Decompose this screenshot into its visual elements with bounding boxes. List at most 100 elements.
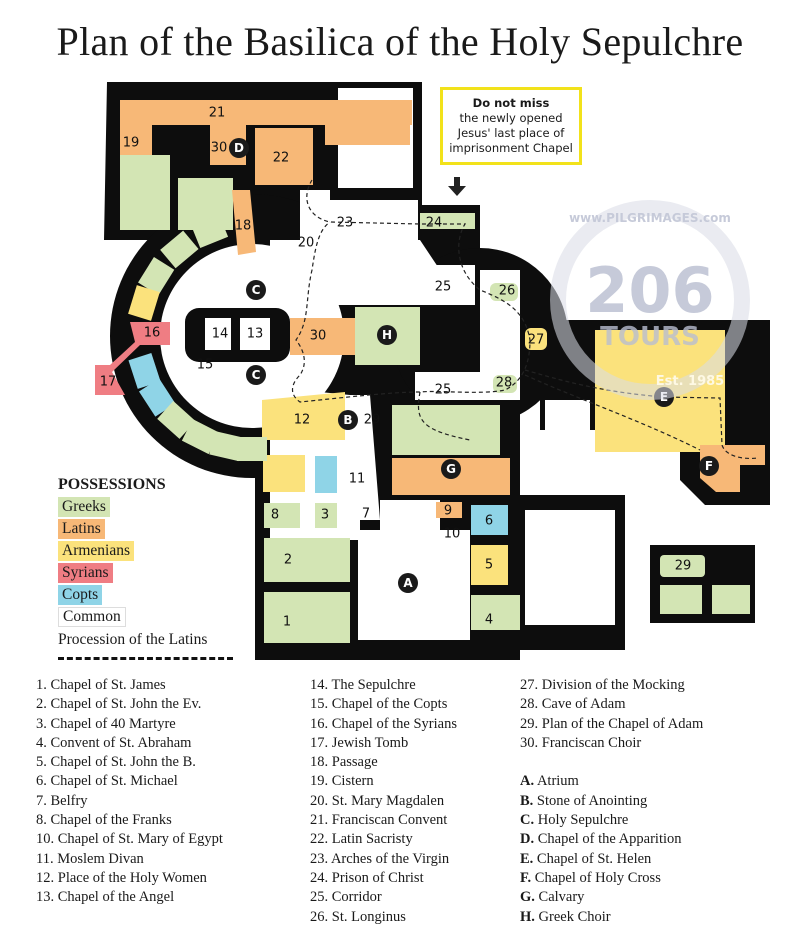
key-letter-entry: B. Stone of Anointing <box>520 792 703 811</box>
landmark-marker: B <box>338 410 358 430</box>
landmark-marker: G <box>441 459 461 479</box>
key-letter-text: Stone of Anointing <box>536 792 648 809</box>
key-entry: 5. Chapel of St. John the B. <box>36 754 196 771</box>
room-label: 26 <box>499 284 516 299</box>
marker-circle <box>229 138 249 158</box>
key-letter: E. <box>520 850 534 867</box>
room-label: 14 <box>212 327 229 342</box>
room-label: 18 <box>235 219 252 234</box>
room-label: 9 <box>444 504 452 519</box>
key-entry: 23. Arches of the Virgin <box>310 850 450 867</box>
rotunda-chapel-copts <box>138 378 176 417</box>
callout-line-4: imprisonment Chapel <box>449 141 573 155</box>
marker-letter: F <box>705 459 713 473</box>
rotunda-chapel-copts <box>128 352 161 389</box>
key-entry: 13. Chapel of the Angel <box>36 889 175 906</box>
legend-item-armenians: Armenians <box>58 541 135 561</box>
landmark-marker: F <box>699 456 719 476</box>
key-entry: 17. Jewish Tomb <box>310 734 409 751</box>
key-entry: 16. Chapel of the Syrians <box>310 715 457 732</box>
key-entry: 8. Chapel of the Franks <box>36 812 172 829</box>
page-title: Plan of the Basilica of the Holy Sepulch… <box>56 19 744 64</box>
key-entry: 15. Chapel of the Copts <box>310 696 448 713</box>
legend-item-common: Common <box>58 607 126 627</box>
key-letter: F. <box>520 869 532 886</box>
key-entry: 1. Chapel of St. James <box>36 677 166 693</box>
rotunda-chapels <box>128 214 267 462</box>
rotunda-chapel-greeks <box>237 437 267 461</box>
landmark-marker: A <box>398 573 418 593</box>
marker-circle <box>699 456 719 476</box>
watermark-word: TOURS <box>600 322 700 352</box>
key-letter-text: Chapel of the Apparition <box>537 831 682 848</box>
landmark-marker: D <box>229 138 249 158</box>
key-letter-text: Atrium <box>536 773 579 790</box>
callout-line-1: Do not miss <box>472 96 550 110</box>
rotunda-chapel-greeks <box>209 431 244 462</box>
marker-letter: C <box>252 283 261 297</box>
room-label: 7 <box>362 507 370 522</box>
key-entry: 14. The Sepulchre <box>310 677 416 693</box>
arrow-down-icon <box>448 177 466 196</box>
room-label: 17 <box>100 375 117 390</box>
legend-item-copts: Copts <box>58 585 103 605</box>
key-entry: 24. Prison of Christ <box>310 869 424 886</box>
key-letter-entry: H. Greek Choir <box>520 908 703 927</box>
room-label: 5 <box>485 558 493 573</box>
watermark-ring: www.PILGRIMAGES.com <box>569 211 731 225</box>
landmark-marker: H <box>377 325 397 345</box>
room-label: 6 <box>485 514 493 529</box>
room-label: 11 <box>349 472 366 487</box>
room-label: 30 <box>211 141 228 156</box>
watermark-est: Est. 1985 <box>656 374 724 389</box>
watermark-logo: 206 TOURS www.PILGRIMAGES.com Est. 1985 <box>550 200 750 400</box>
legend-procession-label: Procession of the Latins <box>58 631 208 648</box>
key-entry: 27. Division of the Mocking <box>520 677 685 693</box>
key-entry: 20. St. Mary Magdalen <box>310 792 445 809</box>
key-entry: 7. Belfry <box>36 792 88 809</box>
room-label: 23 <box>337 216 354 231</box>
key-letter-text: Chapel of Holy Cross <box>534 869 661 886</box>
key-letter-entry: G. Calvary <box>520 888 703 907</box>
marker-circle <box>377 325 397 345</box>
key-entry: 25. Corridor <box>310 889 382 906</box>
room-label: 20 <box>298 236 315 251</box>
marker-circle <box>246 280 266 300</box>
key-letter-entry: D. Chapel of the Apparition <box>520 830 703 849</box>
key-entry: 2. Chapel of St. John the Ev. <box>36 696 202 713</box>
room-label: 25 <box>435 280 452 295</box>
callout-box: Do not miss the newly opened Jesus' last… <box>440 87 582 165</box>
room-label: 22 <box>273 151 290 166</box>
rotunda-chapel-greeks <box>181 419 220 455</box>
marker-letter: C <box>252 368 261 382</box>
key-entry: 28. Cave of Adam <box>520 696 626 713</box>
key-entry: 6. Chapel of St. Michael <box>36 773 178 790</box>
callout-line-2: the newly opened <box>459 111 563 125</box>
key-column-3: 27. Division of the Mocking 28. Cave of A… <box>520 676 703 927</box>
key-entry: 29. Plan of the Chapel of Adam <box>520 715 704 732</box>
key-entry: 12. Place of the Holy Women <box>36 869 207 886</box>
marker-circle <box>246 365 266 385</box>
key-entry: 21. Franciscan Convent <box>310 812 448 829</box>
key-column-1: 1. Chapel of St. James 2. Chapel of St. J… <box>36 676 223 908</box>
rotunda-chapel-greeks <box>160 230 199 269</box>
callout-line-3: Jesus' last place of <box>457 126 565 140</box>
rotunda-chapel-armenians <box>128 285 160 321</box>
key-entry: 22. Latin Sacristy <box>310 831 413 848</box>
rotunda-chapel-greeks <box>157 401 196 439</box>
legend-item-syrians: Syrians <box>58 563 113 583</box>
key-letter: D. <box>520 831 535 848</box>
key-letter-text: Holy Sepulchre <box>537 812 629 829</box>
key-letter-text: Calvary <box>538 889 585 906</box>
key-entry: 30. Franciscan Choir <box>520 734 642 751</box>
key-entry: 4. Convent of St. Abraham <box>36 734 192 751</box>
key-entry: 3. Chapel of 40 Martyre <box>36 715 176 732</box>
key-letter: H. <box>520 908 535 925</box>
key-entry: 26. St. Longinus <box>310 908 406 925</box>
key-letter-entry: F. Chapel of Holy Cross <box>520 869 703 888</box>
legend-item-greeks: Greeks <box>58 497 110 517</box>
rotunda-chapel-greeks <box>138 257 175 296</box>
